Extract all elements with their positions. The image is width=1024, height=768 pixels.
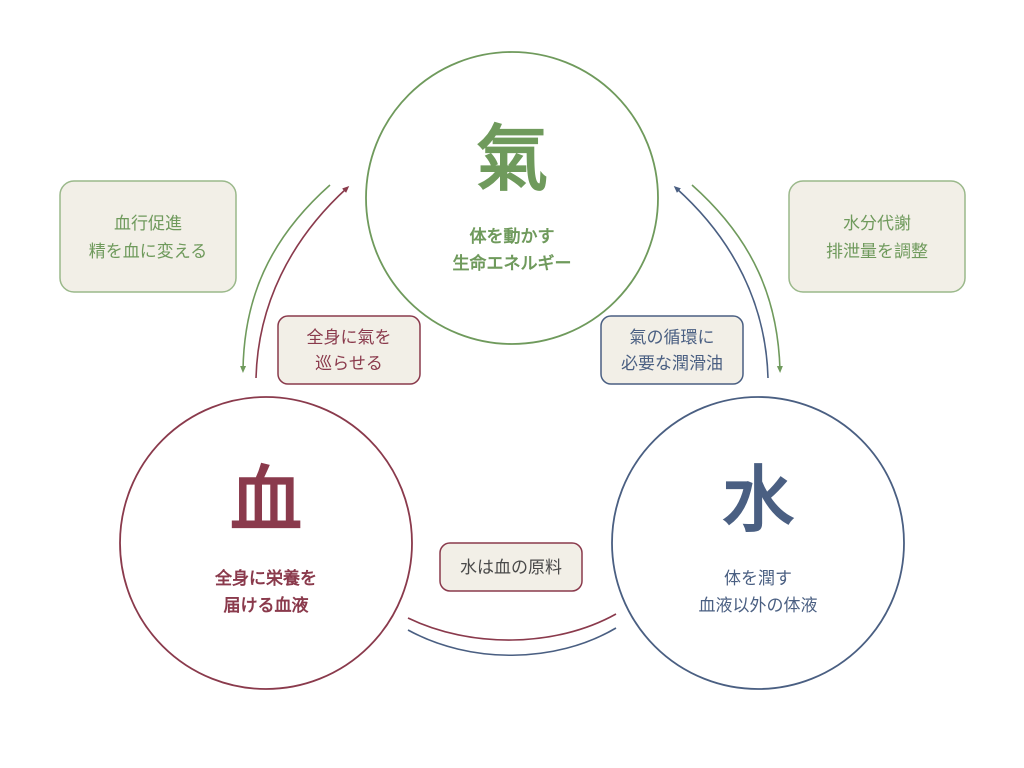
label-ketsu-to-ki-line1: 全身に氣を <box>307 328 392 348</box>
arrow-ki-to-ketsu <box>240 184 331 373</box>
label-ki-to-ketsu-line2: 精を血に変える <box>89 242 208 262</box>
arrow-ki-to-sui <box>691 184 783 373</box>
curve-ketsu-sui <box>407 613 617 641</box>
label-ki-to-ketsu-line1: 血行促進 <box>114 214 182 234</box>
label-ki-to-sui-line2: 排泄量を調整 <box>826 242 928 262</box>
node-sui-title: 水 <box>722 457 795 542</box>
node-ketsu: 血 全身に栄養を 届ける血液 <box>119 396 413 690</box>
label-ketsu-to-ki: 全身に氣を 巡らせる <box>277 315 421 385</box>
label-sui-ketsu: 水は血の原料 <box>439 542 583 592</box>
node-sui-desc-2: 血液以外の体液 <box>699 596 818 616</box>
node-ketsu-title: 血 <box>230 457 302 542</box>
node-sui-desc-1: 体を潤す <box>724 569 792 589</box>
label-sui-to-ki-line1: 氣の循環に <box>630 328 715 348</box>
arrow-ketsu-to-ki <box>255 185 350 379</box>
node-ketsu-desc-2: 届ける血液 <box>224 595 309 616</box>
node-ki-title: 氣 <box>476 116 548 201</box>
label-ki-to-ketsu: 血行促進 精を血に変える <box>59 180 237 293</box>
label-ki-to-sui-line1: 水分代謝 <box>843 214 911 234</box>
node-sui: 水 体を潤す 血液以外の体液 <box>611 396 905 690</box>
node-ki-desc-2: 生命エネルギー <box>453 253 572 274</box>
node-ki-desc-1: 体を動かす <box>470 226 555 247</box>
label-ketsu-to-ki-line2: 巡らせる <box>315 354 383 374</box>
label-sui-to-ki: 氣の循環に 必要な潤滑油 <box>600 315 744 385</box>
label-sui-to-ki-line2: 必要な潤滑油 <box>621 354 723 374</box>
curve-sui-ketsu <box>407 627 617 657</box>
label-ki-to-sui: 水分代謝 排泄量を調整 <box>788 180 966 293</box>
label-sui-ketsu-line1: 水は血の原料 <box>460 558 562 578</box>
node-ki: 氣 体を動かす 生命エネルギー <box>365 51 659 345</box>
node-ketsu-desc-1: 全身に栄養を <box>214 568 317 589</box>
arrow-sui-to-ki <box>673 185 769 379</box>
